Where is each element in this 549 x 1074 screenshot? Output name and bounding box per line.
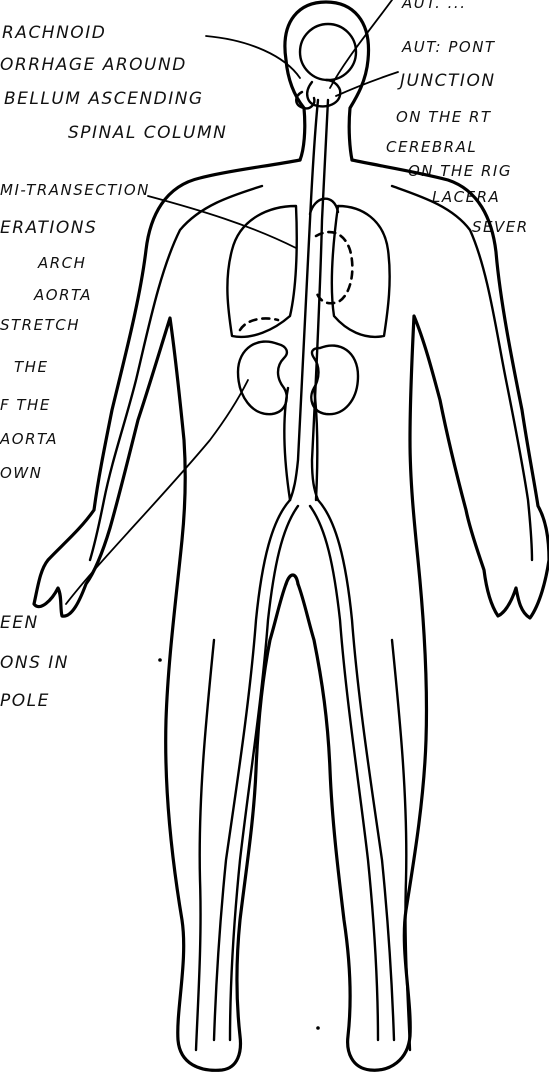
brain-circle bbox=[300, 24, 356, 80]
brain bbox=[296, 24, 356, 108]
annotation-subarachnoid-hemorrhage: RACHNOID ORRHAGE AROUND BELLUM ASCENDING… bbox=[0, 23, 227, 143]
annotation-line: OWN bbox=[0, 464, 42, 482]
annotation-line: MI-TRANSECTION bbox=[0, 181, 150, 199]
stray-dot bbox=[316, 1026, 320, 1030]
stray-dot bbox=[158, 658, 162, 662]
annotation-line: ERATIONS bbox=[0, 218, 97, 238]
annotation-line: THE bbox=[14, 358, 48, 376]
annotation-line: POLE bbox=[0, 691, 50, 711]
crotch-outline bbox=[286, 575, 298, 584]
right-iliac-vessel-inner bbox=[310, 506, 378, 1040]
annotation-line: BELLUM ASCENDING bbox=[4, 89, 204, 109]
annotation-line: AORTA bbox=[0, 430, 58, 448]
annotation-line: STRETCH bbox=[0, 316, 80, 334]
annotation-line: SPINAL COLUMN bbox=[68, 123, 227, 143]
central-vessels bbox=[196, 100, 410, 1050]
annotation-line: CEREBRAL bbox=[386, 138, 477, 156]
annotation-line: F THE bbox=[0, 396, 51, 414]
annotation-pontomedullary-junction: AUT: PONT JUNCTION ON THE RT CEREBRAL ON… bbox=[386, 38, 529, 236]
annotation-spleen: EEN ONS IN POLE bbox=[0, 613, 69, 711]
left-lung bbox=[227, 206, 296, 337]
annotation-line: SEVER bbox=[472, 218, 529, 236]
annotation-line: ON THE RIG bbox=[408, 162, 512, 180]
leader-line-aorta bbox=[148, 196, 296, 248]
brainstem bbox=[307, 80, 340, 106]
annotation-aortic-transection: MI-TRANSECTION ERATIONS ARCH AORTA STRET… bbox=[0, 181, 150, 482]
annotation-line: AUT. ... bbox=[401, 0, 466, 12]
annotation-line: JUNCTION bbox=[397, 71, 496, 91]
left-kidney bbox=[238, 342, 287, 415]
annotation-line: ARCH bbox=[37, 254, 86, 272]
annotation-line: ONS IN bbox=[0, 653, 69, 673]
left-ureter bbox=[284, 388, 290, 500]
right-lung bbox=[332, 206, 390, 337]
leader-line-brainstem bbox=[330, 0, 392, 88]
annotation-line: AUT: PONT bbox=[401, 38, 496, 56]
annotation-line: RACHNOID bbox=[2, 23, 106, 43]
body-right-side bbox=[298, 160, 549, 1070]
annotation-line: EEN bbox=[0, 613, 39, 633]
neck-left bbox=[286, 60, 305, 160]
annotation-line: ON THE RT bbox=[396, 108, 492, 126]
left-leg-vein bbox=[196, 640, 214, 1050]
annotation-top-right-partial: AUT. ... bbox=[401, 0, 466, 12]
right-leg-vein bbox=[392, 640, 410, 1050]
abdominal-organs bbox=[238, 318, 358, 500]
annotation-line: AORTA bbox=[33, 286, 92, 304]
left-iliac-vessel-inner bbox=[230, 506, 298, 1040]
leader-line-pons bbox=[336, 72, 398, 96]
annotation-line: ORRHAGE AROUND bbox=[0, 55, 187, 75]
right-kidney bbox=[311, 346, 358, 415]
